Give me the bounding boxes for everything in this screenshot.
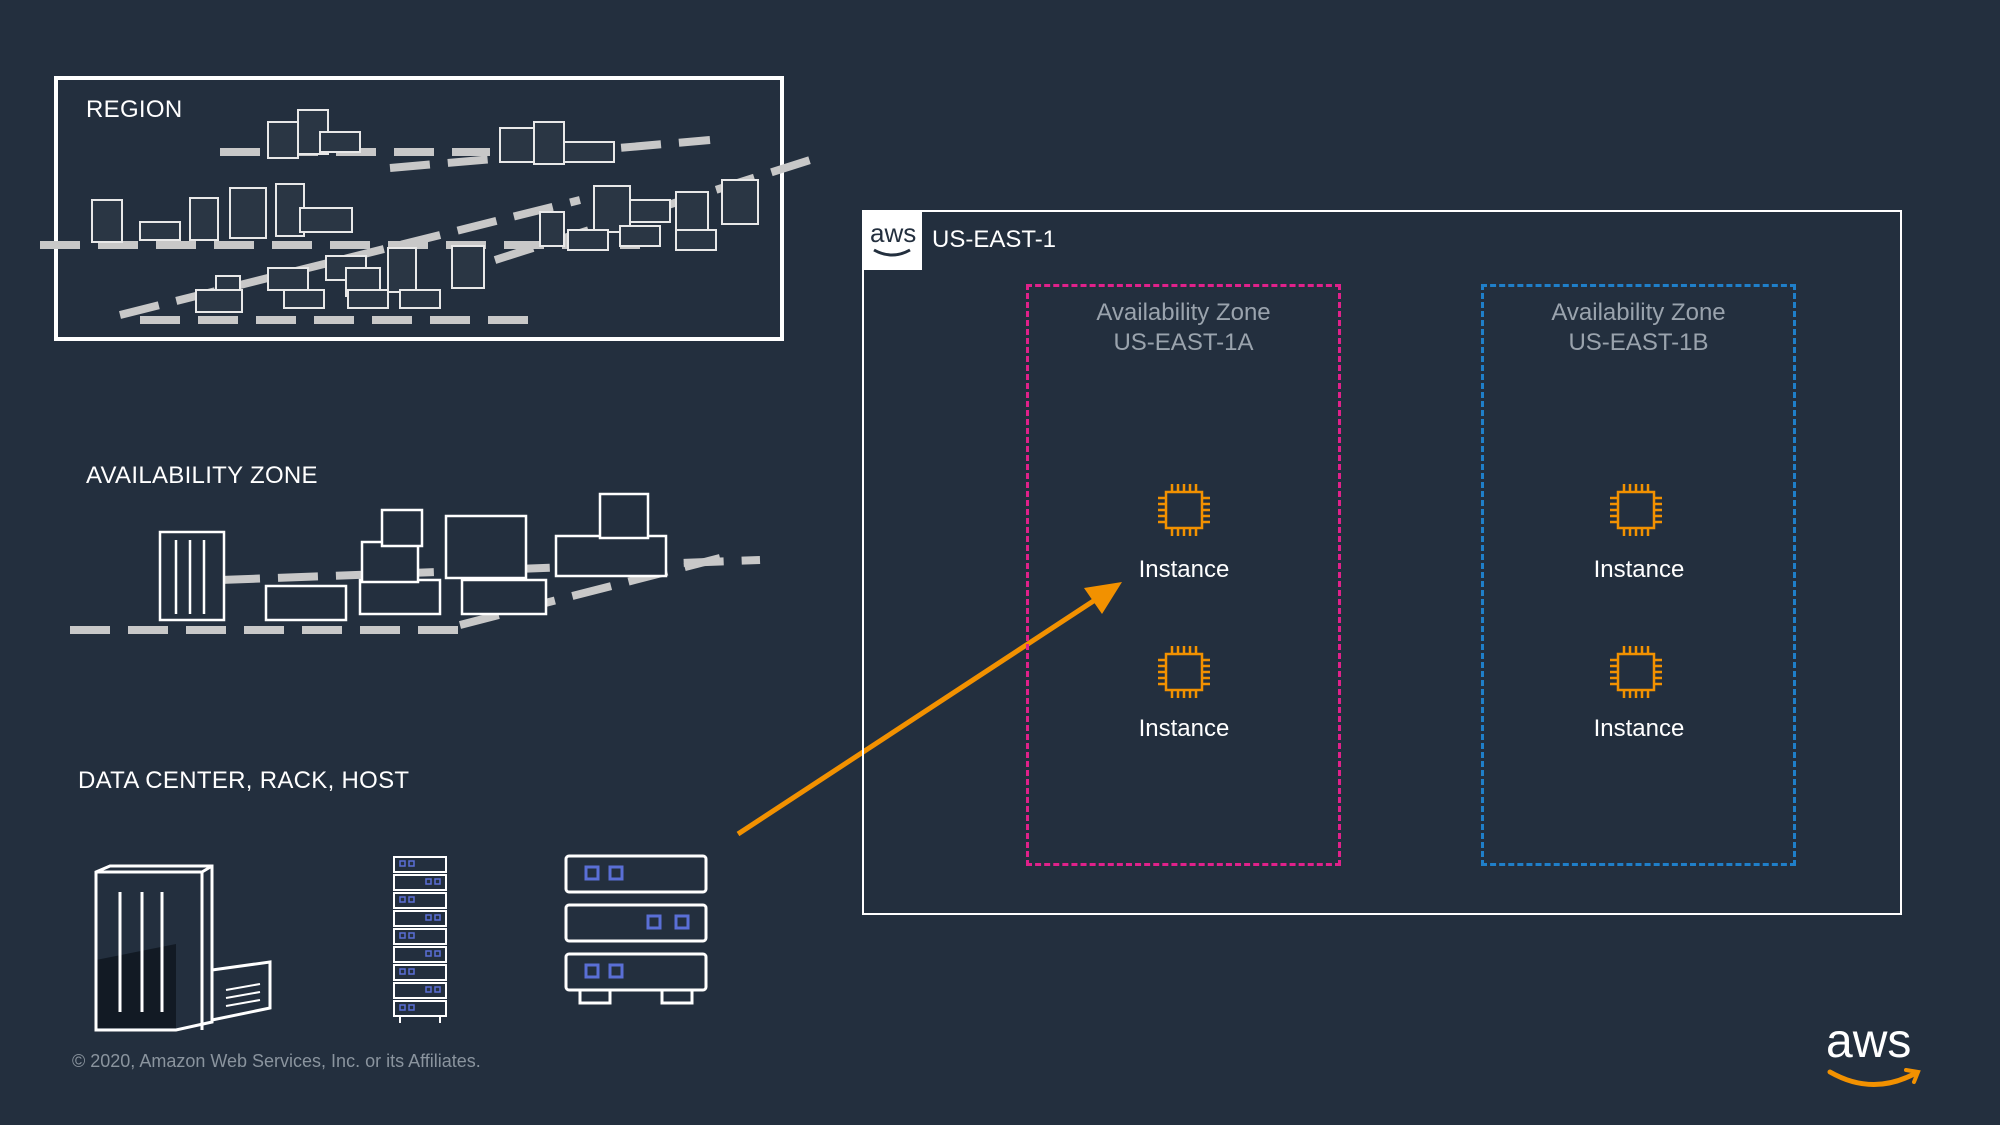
- host-icon: [564, 854, 708, 1005]
- instance-a2-label: Instance: [1138, 715, 1230, 742]
- aws-smile-icon: [1827, 1068, 1921, 1087]
- ec2-instance-icon: [1158, 646, 1210, 698]
- region-frame: [54, 76, 784, 341]
- availability-zone-b: [1481, 284, 1796, 866]
- aws-smile-icon: [873, 248, 911, 257]
- zone-b-title: Availability Zone US-EAST-1B: [1481, 298, 1796, 358]
- availability-zone-label: AVAILABILITY ZONE: [86, 462, 318, 489]
- region-title: US-EAST-1: [932, 226, 1057, 253]
- availability-zone-a: [1026, 284, 1341, 866]
- zone-a-title-line1: Availability Zone: [1096, 299, 1271, 326]
- instance-b2-label: Instance: [1593, 715, 1685, 742]
- copyright-text: © 2020, Amazon Web Services, Inc. or its…: [72, 1051, 481, 1071]
- aws-badge-text: aws: [870, 218, 917, 248]
- aws-footer-logo: aws: [1826, 1015, 1921, 1087]
- data-center-label: DATA CENTER, RACK, HOST: [78, 767, 410, 794]
- ec2-instance-icon: [1158, 484, 1210, 536]
- us-east-1-region-box: [862, 210, 1902, 915]
- zone-b-title-line2: US-EAST-1B: [1568, 329, 1709, 356]
- zone-a-title-line2: US-EAST-1A: [1113, 329, 1254, 356]
- ec2-instance-icon: [1610, 484, 1662, 536]
- aws-footer-logo-text: aws: [1826, 1015, 1912, 1068]
- availability-zone-buildings-icon: [70, 492, 761, 634]
- instance-b1-label: Instance: [1593, 556, 1685, 583]
- aws-logo-icon: aws: [864, 212, 922, 270]
- region-label: REGION: [86, 96, 183, 123]
- ec2-instance-icon: [1610, 646, 1662, 698]
- data-center-icon: [94, 864, 272, 1032]
- rack-icon: [393, 856, 447, 1023]
- zone-a-title: Availability Zone US-EAST-1A: [1026, 298, 1341, 358]
- zone-b-title-line1: Availability Zone: [1551, 299, 1726, 326]
- instance-a1-label: Instance: [1138, 556, 1230, 583]
- region-buildings-icon: [40, 109, 812, 324]
